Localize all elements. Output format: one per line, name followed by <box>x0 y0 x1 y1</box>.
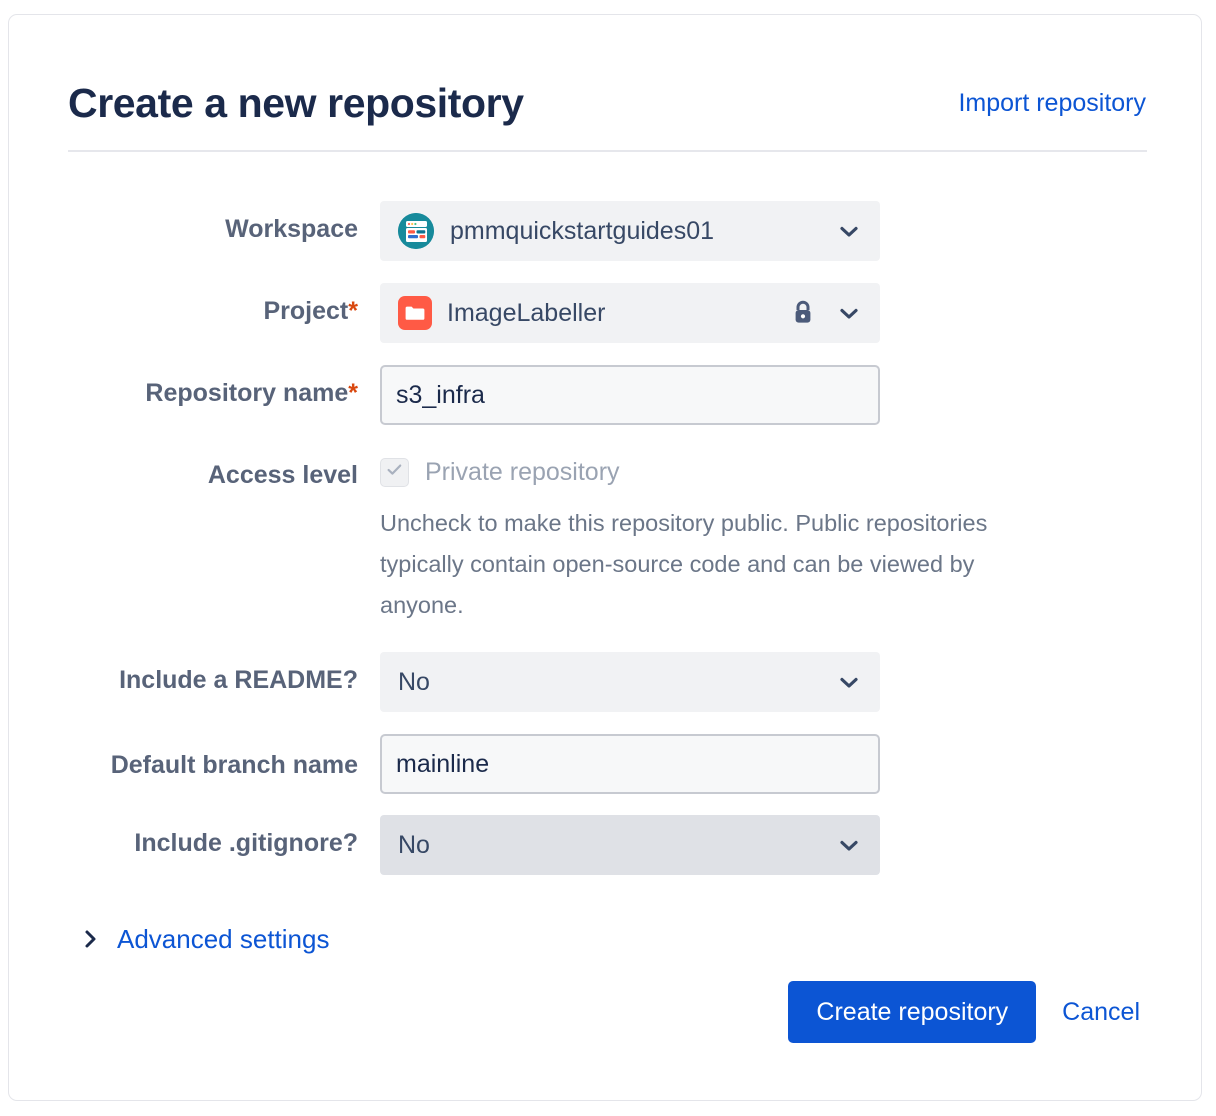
workspace-label: Workspace <box>9 201 380 244</box>
checkmark-icon <box>385 460 404 484</box>
chevron-down-icon <box>836 832 862 858</box>
include-readme-label-text: Include a README? <box>119 666 358 694</box>
include-readme-label: Include a README? <box>9 652 380 695</box>
field-row-repository-name: Repository name* <box>9 365 1201 425</box>
include-gitignore-label-text: Include .gitignore? <box>134 829 358 857</box>
access-level-label: Access level <box>9 447 380 490</box>
cancel-button[interactable]: Cancel <box>1058 991 1144 1033</box>
repository-name-label-text: Repository name <box>145 379 349 407</box>
field-row-include-gitignore: Include .gitignore? No <box>9 815 1201 875</box>
project-label-text: Project <box>263 297 349 325</box>
include-readme-select[interactable]: No <box>380 652 880 712</box>
project-required-marker: * <box>348 297 358 325</box>
workspace-selected-value: pmmquickstartguides01 <box>450 217 715 245</box>
import-repository-link[interactable]: Import repository <box>958 89 1146 117</box>
chevron-down-icon <box>836 218 862 244</box>
page-title: Create a new repository <box>68 80 524 126</box>
private-repository-checkbox-row[interactable]: Private repository <box>380 447 1080 487</box>
create-repository-card: Create a new repository Import repositor… <box>8 14 1202 1101</box>
project-select[interactable]: ImageLabeller <box>380 283 880 343</box>
field-row-include-readme: Include a README? No <box>9 652 1201 712</box>
field-row-project: Project* ImageLabeller <box>9 283 1201 343</box>
field-row-workspace: Workspace <box>9 201 1201 261</box>
access-level-label-text: Access level <box>207 461 358 489</box>
workspace-label-text: Workspace <box>225 215 358 243</box>
include-gitignore-label: Include .gitignore? <box>9 815 380 858</box>
project-label: Project* <box>9 283 380 326</box>
default-branch-name-label: Default branch name <box>9 734 380 784</box>
field-row-access-level: Access level Private reposit <box>9 447 1201 626</box>
repository-name-label: Repository name* <box>9 365 380 408</box>
workspace-select[interactable]: pmmquickstartguides01 <box>380 201 880 261</box>
lock-icon <box>790 298 816 328</box>
default-branch-name-input[interactable] <box>380 734 880 794</box>
card-header: Create a new repository Import repositor… <box>68 72 1146 134</box>
repository-name-required-marker: * <box>348 379 358 407</box>
default-branch-name-label-text: Default branch name <box>110 751 358 779</box>
form-actions: Create repository Cancel <box>788 981 1144 1043</box>
chevron-right-icon <box>82 928 100 950</box>
chevron-down-icon <box>836 300 862 326</box>
include-gitignore-selected-value: No <box>398 831 430 859</box>
include-gitignore-select[interactable]: No <box>380 815 880 875</box>
header-divider <box>68 150 1147 152</box>
advanced-settings-label: Advanced settings <box>117 924 330 954</box>
workspace-avatar-icon <box>398 213 434 249</box>
advanced-settings-toggle[interactable]: Advanced settings <box>82 923 329 955</box>
private-repository-label: Private repository <box>425 458 620 486</box>
project-folder-icon <box>398 296 432 330</box>
create-repository-button[interactable]: Create repository <box>788 981 1037 1043</box>
access-level-help-text: Uncheck to make this repository public. … <box>380 510 988 618</box>
include-readme-selected-value: No <box>398 668 430 696</box>
chevron-down-icon <box>836 669 862 695</box>
create-repository-form: Workspace <box>9 201 1201 875</box>
private-repository-checkbox[interactable] <box>380 457 409 487</box>
repository-name-input[interactable] <box>380 365 880 425</box>
project-selected-value: ImageLabeller <box>447 299 606 327</box>
field-row-default-branch-name: Default branch name <box>9 734 1201 794</box>
